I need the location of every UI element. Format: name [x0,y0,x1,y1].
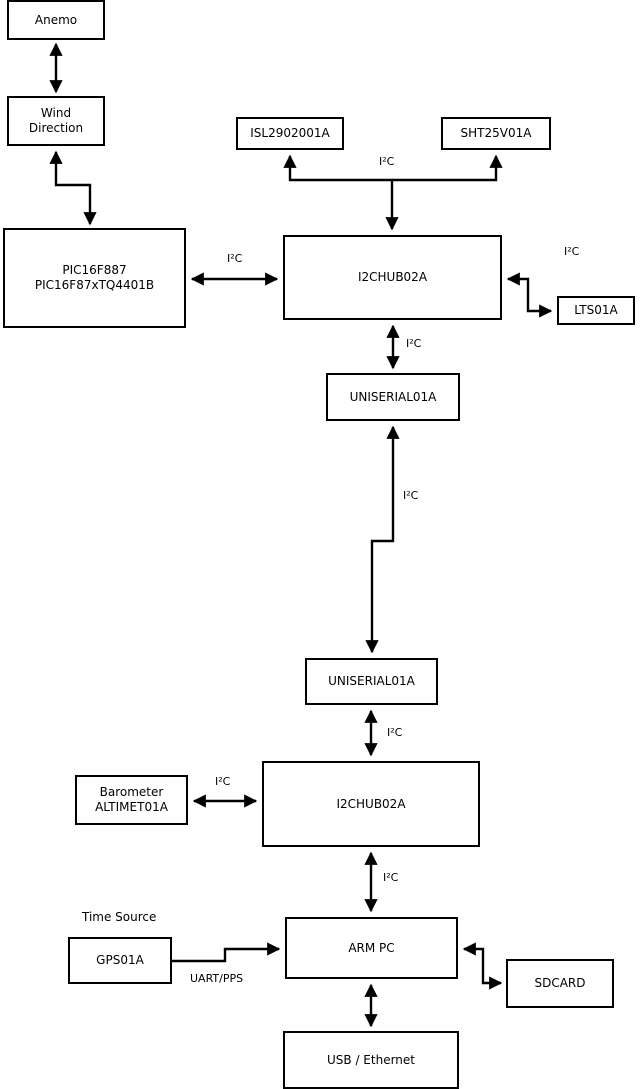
node-arm-pc-label: ARM PC [348,940,395,955]
connector-hubtop-isl [283,154,399,231]
node-anemo-label: Anemo [34,12,78,27]
connector-uniserial1-uniserial2 [365,425,400,654]
connector-hubtop-lts [506,272,553,318]
connector-pic-wind [49,150,97,226]
node-sdcard[interactable]: SDCARD [506,959,614,1008]
node-pic-mcu-label: PIC16F887 PIC16F87xTQ4401B [34,263,155,292]
connector-armpc-sdcard [462,942,503,990]
node-uniserial01a-upper[interactable]: UNISERIAL01A [326,373,460,421]
edge-label-i2c-hubtop-lts: I²C [564,245,580,258]
node-uniserial01a-lower[interactable]: UNISERIAL01A [305,658,438,705]
edge-label-i2c-uniserial1-uniserial2: I²C [403,489,419,502]
edge-label-i2c-hubtop-uniserial1: I²C [406,337,422,350]
edge-label-i2c-hubtop-sensors: I²C [379,155,395,168]
node-barometer-altimet01a-label: Barometer ALTIMET01A [95,785,168,814]
node-lts01a-label: LTS01A [574,303,618,317]
node-gps01a-label: GPS01A [96,953,144,967]
node-uniserial01a-lower-label: UNISERIAL01A [328,674,415,688]
node-gps01a[interactable]: GPS01A [68,937,172,984]
node-pic-mcu[interactable]: PIC16F887 PIC16F87xTQ4401B [3,228,186,328]
node-i2chub02a-top[interactable]: I2CHUB02A [283,235,502,320]
connector-hubtop-sht [392,154,503,182]
node-anemo[interactable]: Anemo [7,0,105,40]
node-usb-ethernet-label: USB / Ethernet [327,1052,415,1067]
node-uniserial01a-upper-label: UNISERIAL01A [349,389,437,404]
node-sht25v01a[interactable]: SHT25V01A [441,117,551,150]
node-i2chub02a-bottom[interactable]: I2CHUB02A [262,761,480,847]
edge-label-i2c-pic-hubtop: I²C [227,252,243,265]
connector-gps-armpc [172,942,281,963]
node-isl2902001a[interactable]: ISL2902001A [236,117,344,150]
node-lts01a[interactable]: LTS01A [557,296,635,325]
edge-label-i2c-barometer-hubbottom: I²C [215,775,231,788]
node-sht25v01a-label: SHT25V01A [460,126,532,140]
edge-label-i2c-hubbottom-armpc: I²C [383,871,399,884]
edge-label-uart-pps: UART/PPS [190,972,244,985]
node-usb-ethernet[interactable]: USB / Ethernet [283,1031,459,1089]
edge-label-i2c-uniserial2-hubbottom: I²C [387,726,403,739]
node-sdcard-label: SDCARD [534,976,586,990]
node-wind-direction-label: Wind Direction [28,106,84,135]
node-i2chub02a-bottom-label: I2CHUB02A [336,796,406,811]
node-wind-direction[interactable]: Wind Direction [7,96,105,146]
node-barometer-altimet01a[interactable]: Barometer ALTIMET01A [75,775,188,825]
node-isl2902001a-label: ISL2902001A [250,126,330,140]
node-arm-pc[interactable]: ARM PC [285,917,458,979]
label-time-source: Time Source [82,910,157,924]
node-i2chub02a-top-label: I2CHUB02A [357,270,428,284]
